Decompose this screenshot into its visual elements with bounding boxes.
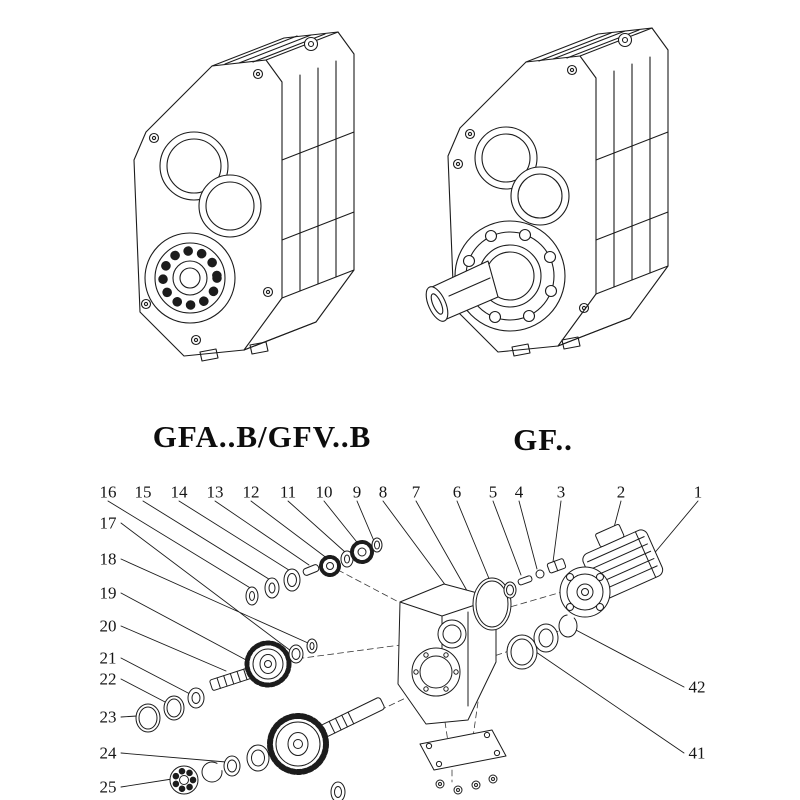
lower-bore — [198, 174, 262, 238]
callout-23: 23 — [99, 707, 117, 727]
leader-lines — [107, 500, 699, 788]
exploded-input-parts — [245, 537, 383, 606]
callout-41: 41 — [688, 743, 706, 763]
model-label-gf: GF.. — [513, 422, 573, 457]
callout-6: 6 — [452, 482, 462, 502]
exploded-gasket-and-bolts — [419, 729, 507, 795]
exploded-housing — [397, 583, 497, 725]
callout-15: 15 — [134, 482, 152, 502]
callout-12: 12 — [242, 482, 260, 502]
callout-10: 10 — [315, 482, 333, 502]
callout-3: 3 — [556, 482, 566, 502]
callout-8: 8 — [378, 482, 388, 502]
callout-17: 17 — [99, 513, 117, 533]
model-label-gfab: GFA..B/GFV..B — [152, 419, 372, 454]
callout-18: 18 — [99, 549, 117, 569]
terminal-box — [595, 524, 625, 548]
callout-16: 16 — [99, 482, 117, 502]
callout-9: 9 — [352, 482, 362, 502]
exploded-motor-side-parts — [472, 558, 578, 670]
side-ribs — [613, 56, 651, 288]
gearbox-drawing-gf — [425, 27, 669, 357]
callout-24: 24 — [99, 743, 117, 763]
callout-20: 20 — [99, 616, 117, 636]
filler-plug — [303, 36, 319, 52]
o-ring — [472, 577, 512, 631]
filler-plug — [617, 32, 633, 48]
callout-25: 25 — [99, 777, 117, 797]
callout-1: 1 — [693, 482, 703, 502]
snap-ring — [201, 761, 223, 783]
exploded-output-parts — [169, 697, 385, 800]
callout-22: 22 — [99, 669, 117, 689]
mounting-feet — [511, 336, 581, 357]
callout-42: 42 — [688, 677, 706, 697]
callout-7: 7 — [411, 482, 421, 502]
exploded-motor — [559, 524, 664, 618]
callout-13: 13 — [206, 482, 224, 502]
callout-19: 19 — [99, 583, 117, 603]
callout-5: 5 — [488, 482, 498, 502]
gearbox-drawing-gfab — [133, 31, 355, 362]
side-ribs — [299, 60, 337, 292]
callout-4: 4 — [514, 482, 524, 502]
callout-11: 11 — [279, 482, 297, 502]
callout-14: 14 — [170, 482, 188, 502]
exploded-parts-diagram — [107, 500, 699, 800]
mounting-feet — [199, 341, 269, 362]
lower-bore — [510, 166, 570, 226]
callout-21: 21 — [99, 648, 117, 668]
exploded-intermediate-parts — [135, 638, 318, 733]
callout-2: 2 — [616, 482, 626, 502]
